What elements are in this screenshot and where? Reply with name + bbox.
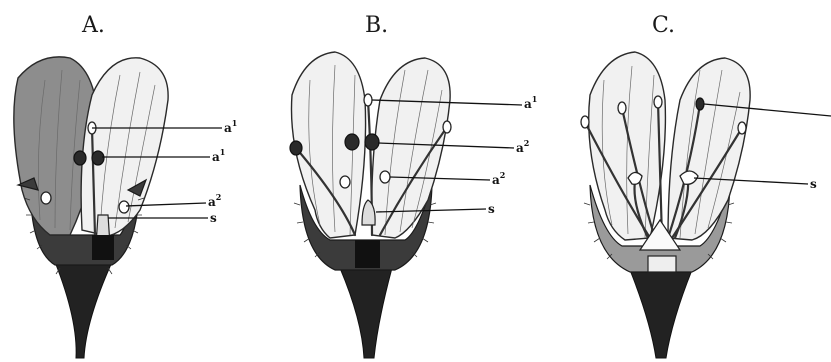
flower-a-anther-2 (74, 151, 86, 165)
panel-a-label-4: s (210, 211, 217, 225)
panel-b-label-3: a2 (492, 170, 505, 187)
flower-b-ovary (355, 240, 380, 268)
flower-c-stalk (630, 270, 692, 358)
flower-b-anther-2 (364, 94, 372, 106)
flower-a-anther-4 (119, 201, 129, 213)
flower-b-stalk (340, 268, 392, 358)
flower-b-anther-1 (290, 141, 302, 155)
panel-a-label-2: a1 (212, 147, 225, 164)
flower-b-anther-4 (345, 134, 359, 150)
panel-a: A. a1 (14, 13, 238, 358)
flower-b-drawing (290, 52, 451, 358)
panel-b-label-2: a2 (516, 138, 529, 155)
panel-a-label-3: a2 (208, 192, 221, 209)
panel-b-label-1: a1 (524, 94, 537, 111)
flower-c-anther-3 (654, 96, 662, 108)
panel-b: B. a1 a2 a2 s (290, 13, 537, 358)
panel-b-label-4: s (488, 202, 495, 216)
flower-c-anther-4 (696, 98, 704, 110)
flower-a-drawing (14, 57, 168, 358)
flower-c-drawing (581, 52, 750, 358)
panel-b-title: B. (365, 13, 388, 38)
flower-b-anther-6 (380, 171, 390, 183)
panel-a-label-1: a1 (224, 118, 237, 135)
flower-a-anther-5 (41, 192, 51, 204)
panel-c-title: C. (652, 13, 675, 38)
flower-b-anther-7 (340, 176, 350, 188)
panel-c-label-2: s (810, 177, 817, 191)
flower-a-anther-3 (92, 151, 104, 165)
panel-a-title: A. (81, 13, 105, 38)
flower-c-right-petal (668, 58, 750, 240)
flower-a-ovary (92, 235, 114, 260)
flower-b-anther-5 (365, 134, 379, 150)
flower-c-anther-2 (618, 102, 626, 114)
flower-c-anther-1 (581, 116, 589, 128)
flower-b-anther-3 (443, 121, 451, 133)
flower-a-stalk (55, 262, 112, 358)
flower-c-ovary (648, 256, 676, 272)
flower-c-anther-5 (738, 122, 746, 134)
